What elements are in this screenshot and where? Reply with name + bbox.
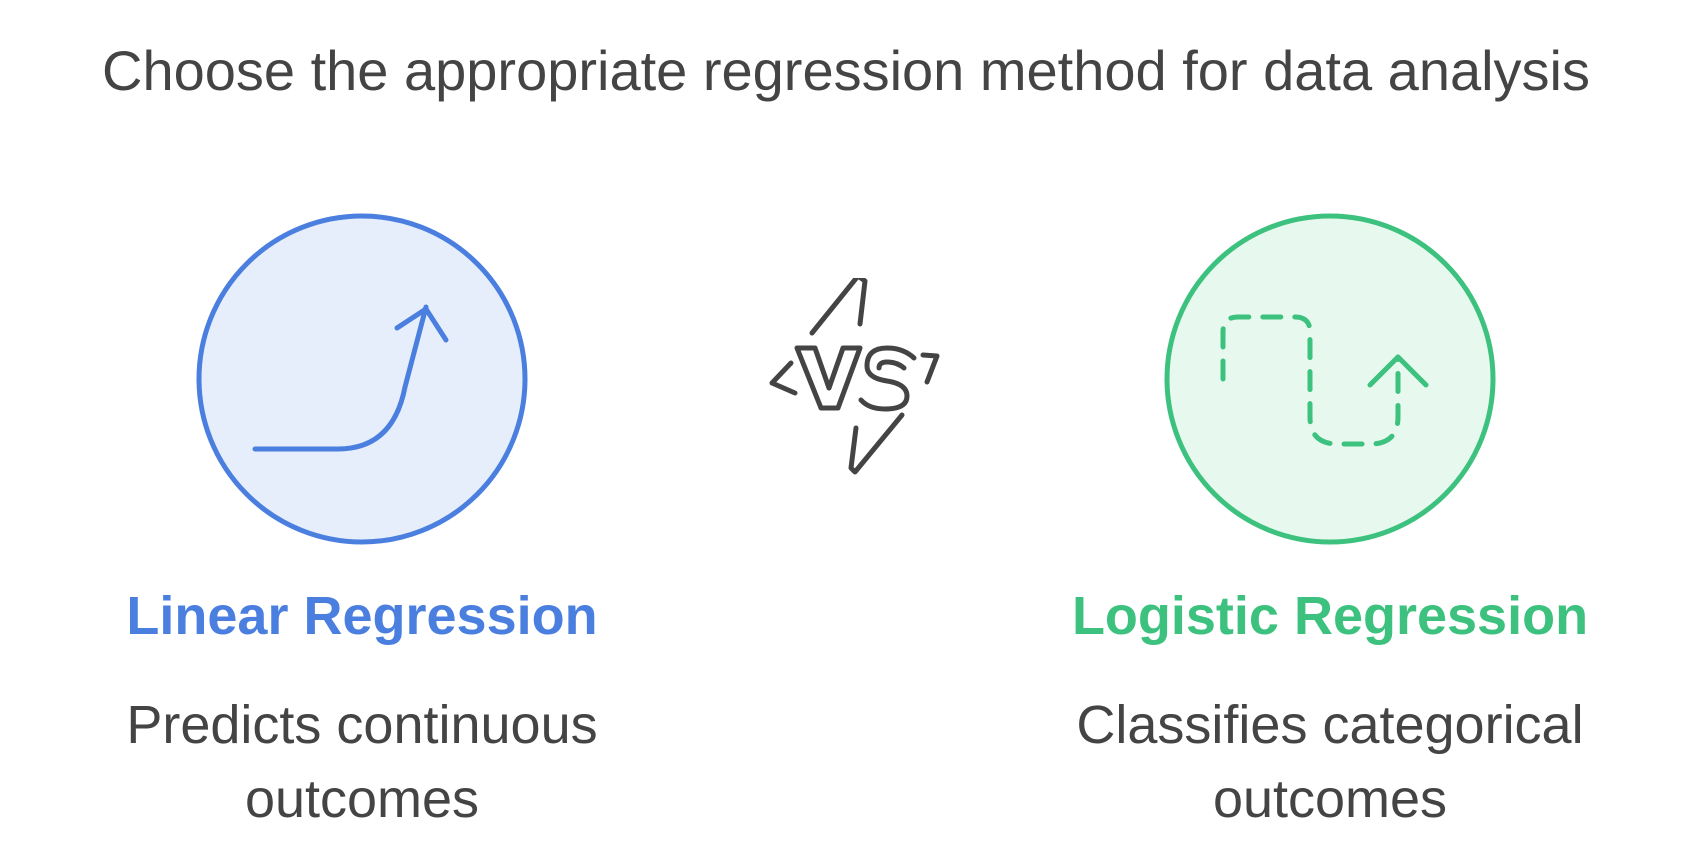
- versus-badge: [757, 273, 947, 478]
- linear-regression-circle: [195, 212, 529, 546]
- upward-curve-arrow-icon: [196, 213, 528, 545]
- option-description: Classifies categorical outcomes: [1076, 695, 1584, 829]
- page-title: Choose the appropriate regression method…: [102, 39, 1590, 102]
- logistic-regression-circle: [1163, 212, 1497, 546]
- option-description: Predicts continuous outcomes: [126, 695, 598, 829]
- dashed-s-curve-arrow-icon: [1164, 213, 1496, 545]
- lightning-vs-icon: [769, 273, 940, 475]
- option-title: Linear Regression: [126, 586, 598, 646]
- option-title: Logistic Regression: [1071, 586, 1589, 646]
